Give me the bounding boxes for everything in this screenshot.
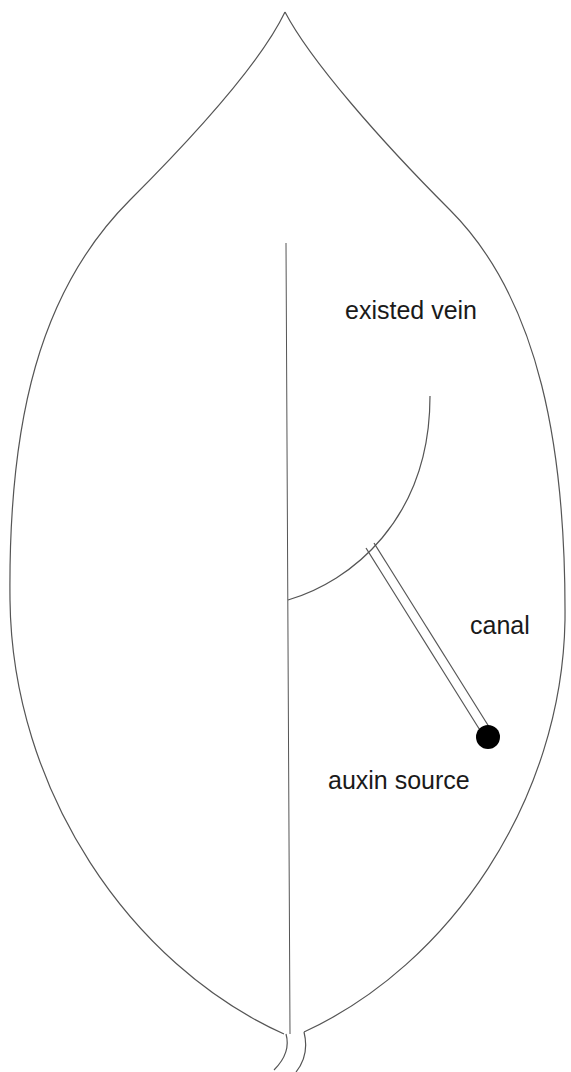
auxin-source-dot (476, 725, 500, 749)
part-label: canal (470, 610, 530, 640)
leaf-outline (10, 12, 285, 1034)
part-label: existed vein (345, 295, 477, 325)
part-label: auxin source (328, 765, 470, 795)
midrib (286, 243, 290, 1034)
petiole (296, 1032, 306, 1072)
leaf-outline (285, 12, 565, 1032)
existed-vein (288, 396, 430, 600)
petiole (274, 1034, 287, 1070)
canal-wall (366, 548, 483, 735)
